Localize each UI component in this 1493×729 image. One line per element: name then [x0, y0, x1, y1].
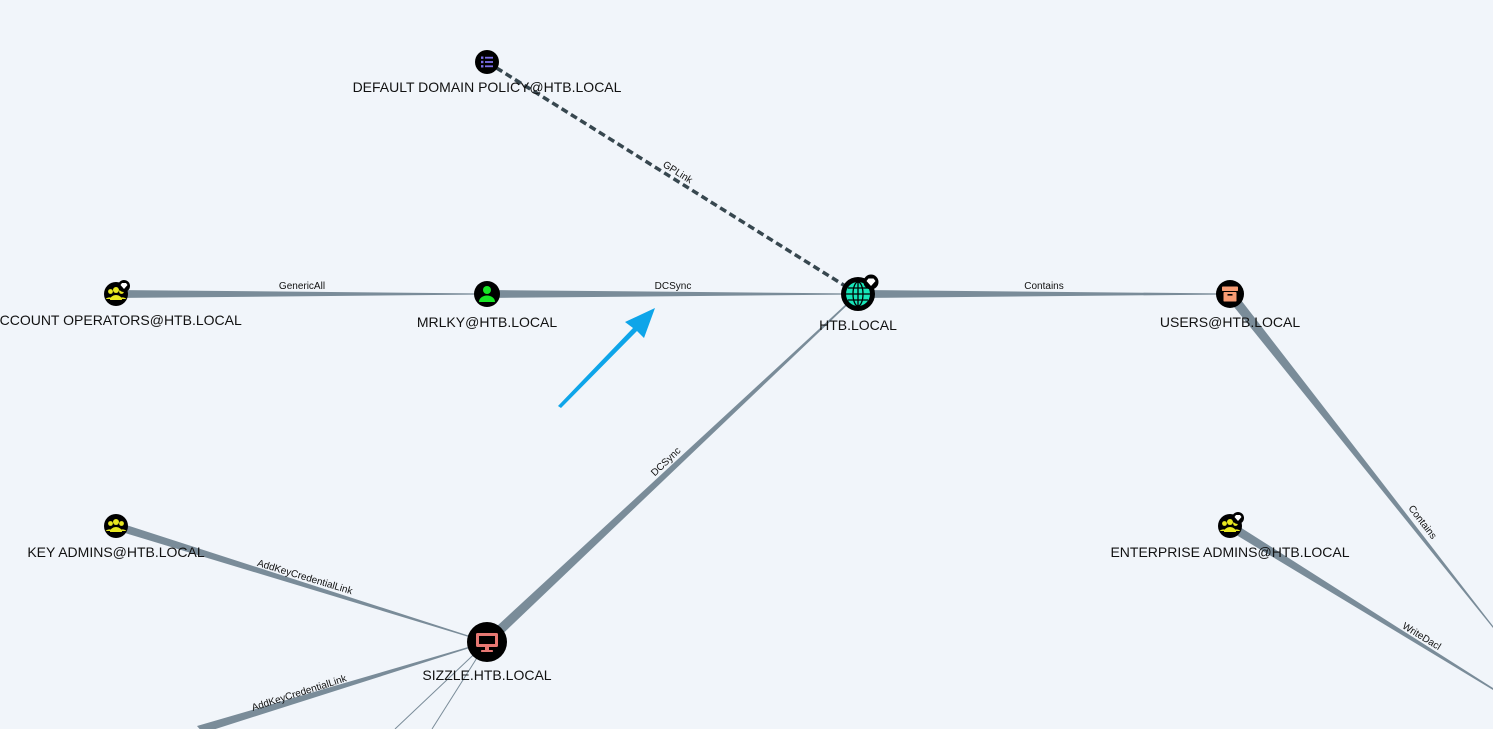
edge-gplink[interactable]: GPLink [486, 60, 859, 296]
node-users[interactable]: USERS@HTB.LOCAL [1160, 280, 1300, 330]
node-label-domain: HTB.LOCAL [819, 317, 897, 333]
node-label-enterprise-admins: ENTERPRISE ADMINS@HTB.LOCAL [1110, 544, 1349, 560]
user-icon [479, 286, 495, 302]
edge-genericall[interactable]: GenericAll [116, 281, 487, 298]
edge-label-genericall: GenericAll [279, 281, 325, 292]
edge-sizzle-offscreen-1[interactable] [394, 641, 488, 729]
node-label-gpo: DEFAULT DOMAIN POLICY@HTB.LOCAL [353, 79, 622, 95]
node-gpo[interactable]: DEFAULT DOMAIN POLICY@HTB.LOCAL [353, 50, 622, 95]
computer-icon [476, 633, 498, 652]
edge-label-dcsync-mrlky: DCSync [655, 281, 692, 292]
edge-contains-offscreen[interactable]: Contains [1226, 291, 1493, 628]
node-label-mrlky: MRLKY@HTB.LOCAL [417, 314, 557, 330]
node-enterprise-admins[interactable]: ENTERPRISE ADMINS@HTB.LOCAL [1110, 512, 1350, 560]
edge-label-addkey-offscreen: AddKeyCredentialLink [250, 673, 349, 714]
edge-label-contains-users: Contains [1024, 281, 1063, 292]
group-icon [1219, 519, 1241, 532]
globe-icon [846, 281, 870, 307]
edge-addkey-offscreen[interactable]: AddKeyCredentialLink [197, 641, 487, 729]
edge-dcsync-sizzle[interactable]: DCSync [483, 293, 859, 646]
node-label-users: USERS@HTB.LOCAL [1160, 314, 1300, 330]
high-value-gem-icon [863, 274, 879, 290]
node-label-key-admins: KEY ADMINS@HTB.LOCAL [27, 544, 205, 560]
node-label-account-operators: ACCOUNT OPERATORS@HTB.LOCAL [0, 312, 242, 328]
edge-dcsync-mrlky[interactable]: DCSync [487, 281, 858, 298]
edge-addkey-keyadmins[interactable]: AddKeyCredentialLink [115, 522, 487, 643]
high-value-gem-icon [1232, 512, 1244, 524]
list-icon [481, 56, 493, 68]
node-sizzle[interactable]: SIZZLE.HTB.LOCAL [422, 622, 552, 683]
node-account-operators[interactable]: ACCOUNT OPERATORS@HTB.LOCAL [0, 280, 242, 328]
node-domain[interactable]: HTB.LOCAL [819, 274, 897, 334]
edge-label-addkey-keyadmins: AddKeyCredentialLink [256, 558, 355, 597]
node-label-sizzle: SIZZLE.HTB.LOCAL [422, 667, 551, 683]
container-icon [1222, 286, 1238, 302]
edge-contains-users[interactable]: Contains [858, 281, 1230, 298]
node-key-admins[interactable]: KEY ADMINS@HTB.LOCAL [27, 514, 205, 560]
node-mrlky[interactable]: MRLKY@HTB.LOCAL [417, 281, 557, 330]
annotation-arrow [558, 308, 655, 408]
group-icon [105, 519, 127, 532]
high-value-gem-icon [118, 280, 130, 292]
